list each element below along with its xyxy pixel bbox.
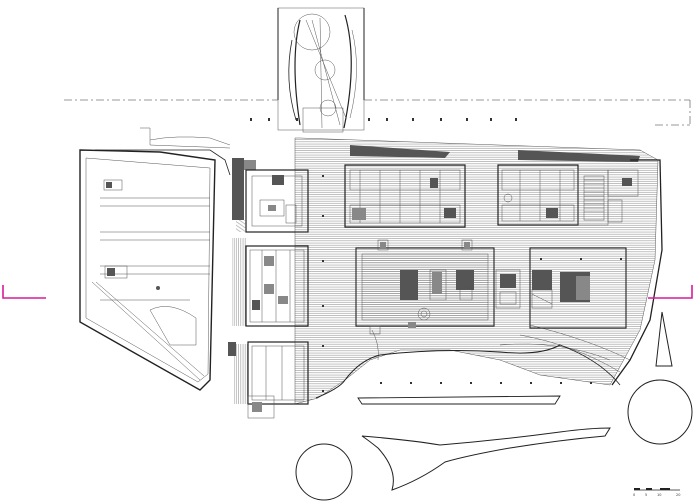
landscape-features (295, 311, 693, 501)
section-marker-right (648, 285, 693, 299)
parking-stall-rows (100, 197, 210, 301)
structural-grid-markers (250, 118, 622, 392)
scale-tick-5: 5 (645, 493, 647, 497)
scale-bar: 0 5 10 20 (633, 488, 680, 497)
scale-tick-20: 20 (676, 493, 680, 497)
central-pavilion (355, 239, 495, 335)
parking-garage (79, 127, 231, 391)
northeast-wing-a (344, 145, 466, 228)
scale-tick-0: 0 (633, 493, 635, 497)
stair-core (583, 175, 605, 221)
east-pavilion (495, 247, 627, 329)
northeast-wing-b (497, 150, 640, 226)
southeast-terrace (315, 159, 663, 399)
section-marker-left (2, 285, 46, 299)
west-building-block (228, 158, 309, 419)
scale-tick-10: 10 (657, 493, 661, 497)
site-boundary-lines (64, 99, 691, 126)
north-access-corridor (277, 7, 365, 133)
